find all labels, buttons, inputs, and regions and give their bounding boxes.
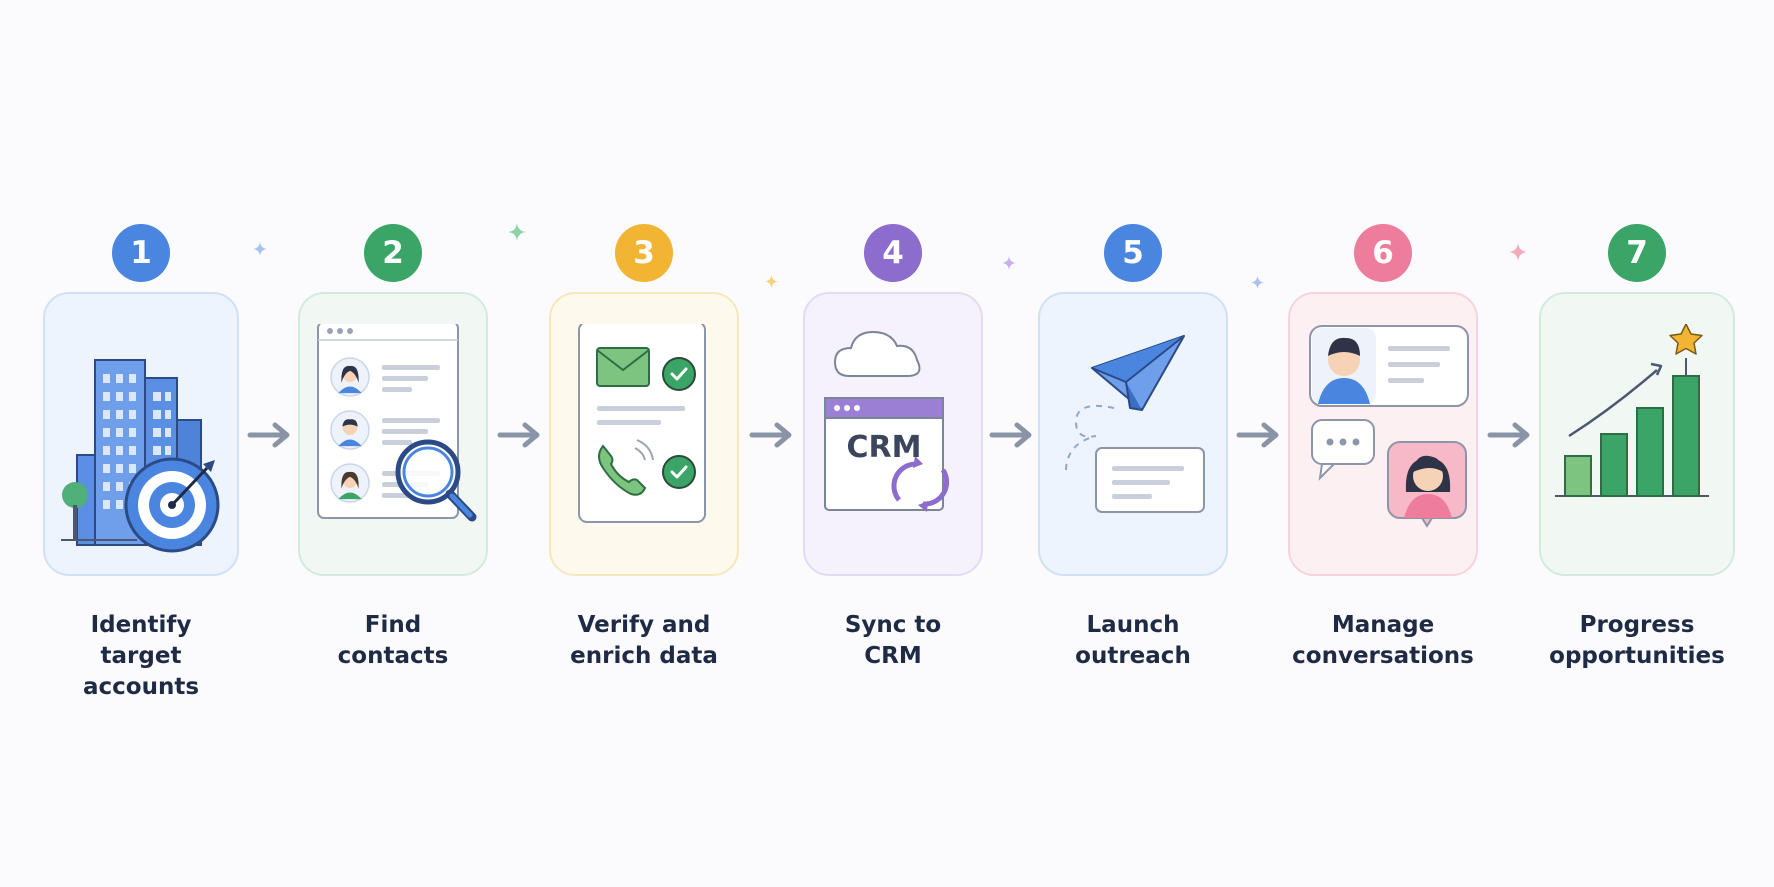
step-card	[298, 292, 488, 576]
step-title-line: CRM	[864, 643, 922, 669]
step-title-line: Identify	[90, 612, 192, 638]
step-title-line: target accounts	[82, 643, 200, 700]
step-title-line: Progress	[1579, 612, 1695, 638]
step-title-line: Sync to	[844, 612, 942, 638]
step-title-line: Verify and	[577, 612, 711, 638]
step-card	[43, 292, 239, 576]
step-number-badge: 2	[364, 224, 422, 282]
step-title: Progress opportunities	[1537, 610, 1737, 672]
right-arrow-icon	[989, 421, 1033, 453]
crm-window-label: CRM	[846, 430, 922, 465]
step-title-line: Find	[364, 612, 422, 638]
step-title-line: enrich data	[570, 643, 718, 669]
verify-email-phone-icon	[578, 324, 706, 523]
step-title: Find contacts	[293, 610, 493, 672]
step-title: Launch outreach	[1033, 610, 1233, 672]
step-number-badge: 5	[1104, 224, 1162, 282]
step-title-line: Launch	[1086, 612, 1180, 638]
sparkle-icon	[1250, 274, 1264, 293]
step-title: Identify target accounts	[41, 610, 241, 703]
paper-plane-icon	[1064, 335, 1205, 513]
sparkle-icon	[253, 241, 267, 260]
step-number-badge: 6	[1354, 224, 1412, 282]
growth-chart-star-icon	[1555, 324, 1709, 497]
step-card	[1288, 292, 1478, 576]
step-number-badge: 7	[1608, 224, 1666, 282]
step-title-line: Manage	[1331, 612, 1435, 638]
sparkle-icon	[764, 273, 778, 292]
step-title-line: outreach	[1075, 643, 1191, 669]
sparkle-icon	[1509, 243, 1527, 265]
chat-conversation-icon	[1309, 325, 1469, 528]
right-arrow-icon	[749, 421, 793, 453]
step-title: Manage conversations	[1283, 610, 1483, 672]
step-title-line: conversations	[1292, 643, 1474, 669]
right-arrow-icon	[1487, 421, 1531, 453]
step-card	[549, 292, 739, 576]
right-arrow-icon	[1236, 421, 1280, 453]
right-arrow-icon	[497, 421, 541, 453]
step-title-line: contacts	[337, 643, 449, 669]
building-target-icon	[61, 359, 220, 553]
sparkle-icon	[1002, 255, 1016, 274]
step-card	[1539, 292, 1735, 576]
sparkle-icon	[508, 223, 526, 245]
step-title: Sync to CRM	[793, 610, 993, 672]
step-title-line: opportunities	[1549, 643, 1725, 669]
contact-search-icon	[317, 324, 477, 522]
step-card	[1038, 292, 1228, 576]
step-number-badge: 4	[864, 224, 922, 282]
step-card: CRM	[803, 292, 983, 576]
step-number-badge: 3	[615, 224, 673, 282]
crm-sync-icon	[824, 330, 950, 512]
right-arrow-icon	[247, 421, 291, 453]
step-title: Verify and enrich data	[544, 610, 744, 672]
step-number-badge: 1	[112, 224, 170, 282]
